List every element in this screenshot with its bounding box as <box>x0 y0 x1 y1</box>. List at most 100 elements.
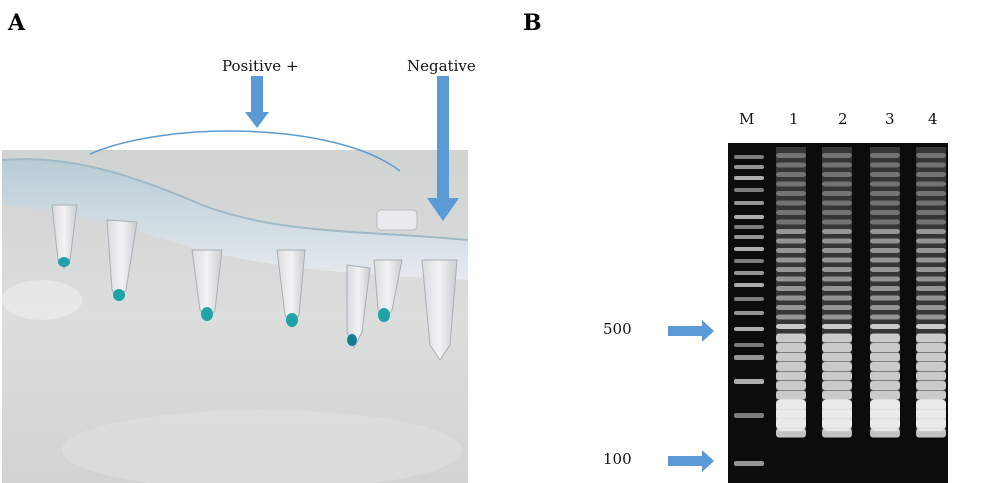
positive-arrow-icon <box>245 76 269 128</box>
ladder-band <box>734 235 764 239</box>
sample-band <box>870 229 900 234</box>
ladder-band <box>734 188 764 192</box>
sample-band <box>870 172 900 177</box>
sample-band <box>870 305 900 310</box>
sample-band <box>870 381 900 390</box>
sample-band <box>916 172 946 177</box>
sample-band <box>822 248 852 253</box>
sample-band <box>870 267 900 272</box>
sample-band <box>822 172 852 177</box>
sample-band <box>916 191 946 196</box>
sample-band <box>870 191 900 196</box>
sample-band <box>916 229 946 234</box>
sample-band <box>870 390 900 400</box>
positive-label: Positive + <box>222 57 299 75</box>
lane-label-3: 3 <box>885 110 895 128</box>
sample-band <box>776 381 806 390</box>
positive-bracket <box>89 130 401 172</box>
sample-band <box>776 238 806 244</box>
sample-band <box>822 210 852 215</box>
negative-arrow-icon <box>427 76 459 221</box>
lane-label-m: M <box>739 110 755 128</box>
sample-band <box>822 238 852 244</box>
ladder-band <box>734 215 764 219</box>
sample-band <box>916 276 946 282</box>
sample-band <box>776 210 806 215</box>
sample-band <box>822 200 852 206</box>
sample-band <box>776 257 806 263</box>
sample-band <box>916 314 946 320</box>
tube-negative <box>421 259 458 361</box>
panel-label-a: A <box>8 10 26 36</box>
sample-band <box>870 162 900 168</box>
tube-3 <box>191 249 223 321</box>
sample-band <box>776 333 806 343</box>
sample-band <box>822 343 852 352</box>
sample-band <box>776 390 806 400</box>
sample-band <box>916 324 946 329</box>
sample-band <box>870 314 900 320</box>
lane-label-4: 4 <box>928 110 938 128</box>
sample-band <box>776 200 806 206</box>
sample-band <box>822 324 852 329</box>
sample-band <box>870 324 900 329</box>
sample-band <box>776 371 806 381</box>
sample-band <box>916 210 946 215</box>
ladder-band <box>734 343 764 347</box>
sample-band <box>870 371 900 381</box>
sample-band <box>776 295 806 301</box>
sample-band <box>776 267 806 272</box>
sample-band <box>776 219 806 225</box>
sample-band <box>776 314 806 320</box>
sample-band <box>916 362 946 371</box>
ladder-band <box>734 247 764 251</box>
marker-label-100: 100 <box>603 450 632 468</box>
tube-6 <box>373 259 403 322</box>
sample-band <box>822 362 852 371</box>
sample-band <box>822 381 852 390</box>
sample-band <box>870 343 900 352</box>
sample-band <box>776 162 806 168</box>
sample-band <box>776 343 806 352</box>
sample-band <box>822 286 852 291</box>
negative-label: Negative <box>407 57 476 75</box>
tube-photo <box>2 150 468 483</box>
sample-band <box>776 229 806 234</box>
sample-band <box>822 276 852 282</box>
sample-band <box>776 324 806 329</box>
ladder-band <box>734 379 764 384</box>
tube-4 <box>276 249 306 328</box>
sample-band <box>870 286 900 291</box>
sample-band <box>870 295 900 301</box>
sample-band <box>776 153 806 158</box>
sample-band <box>822 153 852 158</box>
sample-band <box>776 362 806 371</box>
sample-band <box>776 248 806 253</box>
sample-band <box>870 200 900 206</box>
ladder-band <box>734 155 764 159</box>
sample-band <box>776 286 806 291</box>
marker-label-500: 500 <box>603 320 632 338</box>
sample-band <box>916 248 946 253</box>
marker-500-arrow-icon <box>668 320 714 342</box>
sample-band <box>916 286 946 291</box>
ladder-band <box>734 271 764 275</box>
sample-band <box>916 343 946 352</box>
ladder-band <box>734 225 764 229</box>
sample-band <box>916 333 946 343</box>
sample-band <box>776 352 806 362</box>
sample-band <box>870 181 900 187</box>
sample-band <box>822 191 852 196</box>
sample-band <box>916 181 946 187</box>
sample-band <box>776 305 806 310</box>
sample-band <box>822 229 852 234</box>
sample-band <box>916 371 946 381</box>
ladder-band <box>734 259 764 263</box>
sample-band <box>870 238 900 244</box>
ladder-band <box>734 297 764 301</box>
ladder-band <box>734 461 764 466</box>
marker-100-arrow-icon <box>668 450 714 472</box>
sample-band <box>822 257 852 263</box>
ladder-band <box>734 165 764 169</box>
ladder-band <box>734 201 764 205</box>
